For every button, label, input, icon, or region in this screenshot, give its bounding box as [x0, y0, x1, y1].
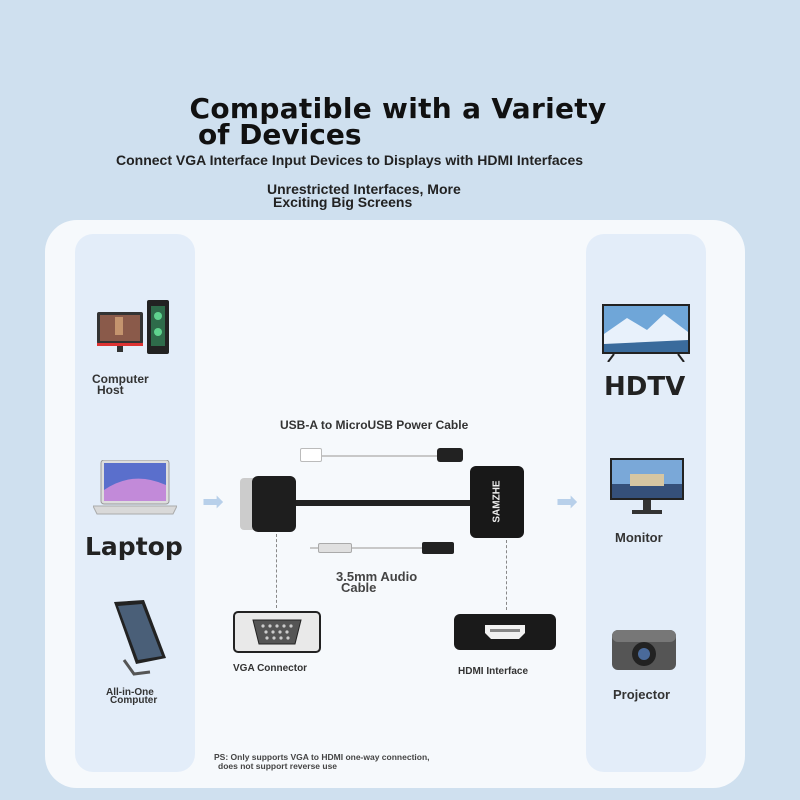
projector-icon [612, 630, 676, 670]
vga-connector-label: VGA Connector [233, 663, 308, 674]
footnote-line-2: does not support reverse use [218, 761, 338, 771]
hdmi-guide-line [506, 540, 507, 610]
arrow-right-icon: ➡ [556, 486, 578, 516]
all-in-one-label-2: Computer [110, 695, 158, 706]
converter-box: SAMZHE [470, 466, 524, 538]
laptop-label: Laptop [85, 532, 183, 561]
computer-host-label-1: Computer [92, 372, 149, 386]
monitor-icon [610, 458, 684, 514]
all-in-one-computer-icon [114, 600, 166, 676]
tv-icon [602, 304, 690, 362]
monitor-label: Monitor [615, 530, 663, 545]
hdmi-port-icon [454, 614, 556, 650]
vga-plug [252, 476, 296, 532]
subtitle: Connect VGA Interface Input Devices to D… [116, 152, 584, 168]
computer-host-label-2: Host [97, 383, 124, 397]
usb-a-plug [300, 448, 322, 462]
microusb-plug [437, 448, 463, 462]
hdmi-interface-label: HDMI Interface [458, 666, 529, 677]
audio-plug-left [318, 543, 352, 553]
arrow-right-icon: ➡ [202, 486, 224, 516]
tagline-line-2: Exciting Big Screens [273, 194, 413, 210]
audio-cable-label-1: 3.5mm Audio [336, 569, 418, 584]
power-cable [322, 455, 442, 457]
audio-cable-label-2: Cable [341, 580, 377, 595]
footnote-line-1: PS: Only supports VGA to HDMI one-way co… [214, 752, 430, 762]
vga-connector-icon [233, 611, 321, 653]
main-cable [296, 500, 472, 506]
vga-guide-line [276, 534, 277, 608]
desktop-computer-icon [97, 300, 169, 354]
audio-plug-right [422, 542, 454, 554]
hdtv-label: HDTV [604, 372, 686, 402]
brand-label: SAMZHE [491, 480, 503, 523]
projector-label: Projector [613, 687, 671, 702]
tagline-line-1: Unrestricted Interfaces, More [267, 181, 461, 197]
power-cable-label: USB-A to MicroUSB Power Cable [280, 418, 469, 432]
all-in-one-label-1: All-in-One [106, 687, 154, 698]
headline-line-1: Compatible with a Variety [189, 92, 607, 125]
audio-cable [310, 547, 445, 549]
laptop-icon [93, 460, 177, 515]
headline-line-2: of Devices [198, 118, 362, 151]
